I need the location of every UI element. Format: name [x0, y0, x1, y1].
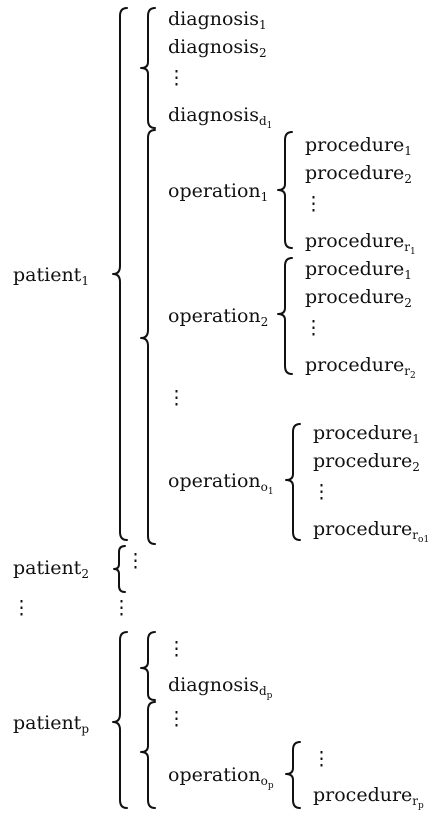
- opo1-procedure-vdots: ⋮: [312, 481, 331, 503]
- brace-patient1: [112, 7, 128, 541]
- opo1-procedure-ro1: procedurero1: [313, 518, 430, 545]
- p1-operation-1: operation1: [168, 180, 269, 204]
- opo1-procedure-2: procedure2: [313, 450, 420, 474]
- opo1-procedure-1: procedure1: [313, 422, 420, 446]
- brace-patient2: [113, 545, 126, 593]
- p2-vdots: ⋮: [126, 550, 145, 572]
- brace-patient1-diagnoses: [140, 7, 156, 129]
- op1-procedure-1: procedure1: [305, 134, 412, 158]
- p1-diagnosis-d1: diagnosisd1: [168, 104, 273, 131]
- pp-operation-vdots: ⋮: [167, 708, 186, 730]
- brace-patientp: [112, 631, 128, 809]
- p1-diagnosis-1: diagnosis1: [168, 8, 267, 32]
- brace-patientp-diagnoses: [140, 631, 156, 701]
- pp-diagnosis-vdots: ⋮: [167, 638, 186, 660]
- op2-procedure-1: procedure1: [305, 258, 412, 282]
- brace-operation-o1: [285, 423, 301, 541]
- op2-procedure-r2: procedurer2: [305, 354, 416, 381]
- opop-procedure-rp: procedurerp: [313, 784, 424, 811]
- p1-diagnosis-2: diagnosis2: [168, 36, 267, 60]
- pp-diagnosis-dp: diagnosisdp: [168, 674, 273, 701]
- op1-procedure-r1: procedurer1: [305, 230, 416, 257]
- p1-operation-o1: operationo1: [168, 470, 274, 497]
- brace-patient1-operations: [140, 129, 156, 545]
- patients-vdots: ⋮: [12, 597, 31, 619]
- brace-operation1: [277, 131, 293, 249]
- brace-patientp-operations: [140, 701, 156, 809]
- brace-operation2: [277, 257, 293, 375]
- op2-procedure-vdots: ⋮: [304, 317, 323, 339]
- patients-brace-vdots: ⋮: [112, 597, 131, 619]
- patient-1-label: patient1: [13, 264, 89, 288]
- p1-operation-vdots: ⋮: [167, 387, 186, 409]
- patient-p-label: patientp: [13, 712, 90, 736]
- patient-2-label: patient2: [13, 557, 89, 581]
- p1-diagnosis-vdots: ⋮: [167, 67, 186, 89]
- brace-operation-op: [285, 741, 301, 809]
- pp-operation-op: operationop: [168, 764, 274, 791]
- op1-procedure-vdots: ⋮: [304, 193, 323, 215]
- op1-procedure-2: procedure2: [305, 162, 412, 186]
- opop-procedure-vdots: ⋮: [312, 748, 331, 770]
- op2-procedure-2: procedure2: [305, 286, 412, 310]
- p1-operation-2: operation2: [168, 305, 269, 329]
